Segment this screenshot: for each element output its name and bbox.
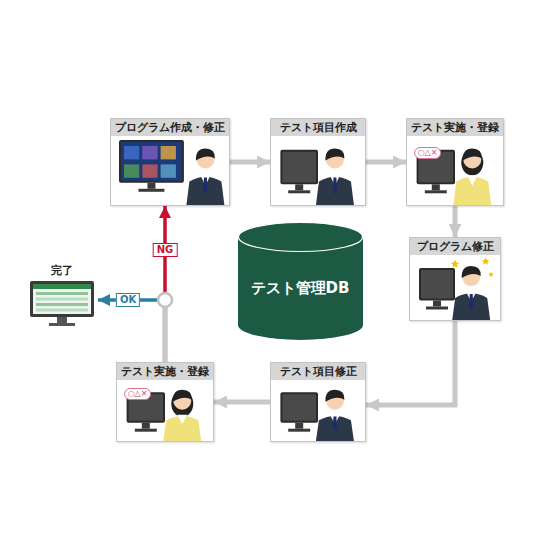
title-band: テスト項目作成 bbox=[271, 119, 365, 136]
flow-arrow bbox=[98, 300, 165, 362]
process-box: テスト項目作成 bbox=[270, 118, 366, 206]
flow-arrow bbox=[230, 162, 270, 163]
done-terminal: 完了 bbox=[26, 262, 98, 332]
title-area: 完了 bbox=[26, 262, 98, 279]
title-band: テスト実施・登録 bbox=[117, 363, 213, 380]
title-band: プログラム作成・修正 bbox=[111, 119, 229, 136]
flow-arrow bbox=[165, 206, 166, 362]
process-box: テスト実施・登録 bbox=[116, 362, 214, 442]
arrow-segment bbox=[366, 160, 406, 165]
process-box: プログラム修正 bbox=[409, 237, 501, 321]
flow-arrow bbox=[455, 206, 456, 237]
arrow-segment bbox=[214, 400, 270, 405]
node-title: プログラム作成・修正 bbox=[115, 121, 225, 134]
worker-illustration bbox=[111, 136, 229, 205]
speech-bubble: ○△× bbox=[124, 388, 152, 400]
node-title: テスト実施・登録 bbox=[411, 121, 499, 134]
title-band: プログラム修正 bbox=[410, 238, 500, 255]
node-title: プログラム修正 bbox=[417, 240, 494, 253]
branch-label: NG bbox=[153, 243, 178, 257]
db-label-area: テスト管理DB bbox=[238, 252, 363, 325]
node-title: テスト項目作成 bbox=[280, 121, 357, 134]
flow-arrow bbox=[366, 162, 406, 163]
process-box: テスト項目修正 bbox=[270, 362, 366, 442]
database-cylinder: テスト管理DB bbox=[238, 222, 363, 340]
branch-label: OK bbox=[116, 293, 140, 307]
node-title: テスト管理DB bbox=[251, 282, 350, 295]
flow-arrow bbox=[214, 402, 270, 403]
process-box: テスト実施・登録 bbox=[406, 118, 504, 206]
title-band: テスト実施・登録 bbox=[407, 119, 503, 136]
speech-bubble: ○△× bbox=[414, 147, 442, 159]
title-band: テスト項目修正 bbox=[271, 363, 365, 380]
worker-illustration bbox=[410, 255, 500, 320]
arrow-segment bbox=[453, 206, 458, 237]
node-title: 完了 bbox=[51, 264, 73, 277]
node-title: テスト実施・登録 bbox=[121, 365, 209, 378]
arrow-segment bbox=[163, 307, 168, 362]
arrow-segment bbox=[230, 160, 270, 165]
completion-monitor bbox=[26, 280, 98, 332]
worker-illustration bbox=[271, 380, 365, 441]
node-title: テスト項目修正 bbox=[280, 365, 357, 378]
branch-junction bbox=[158, 293, 172, 307]
arrow-segment bbox=[163, 307, 168, 362]
arrow-segment bbox=[366, 321, 455, 405]
worker-illustration bbox=[271, 136, 365, 205]
process-box: プログラム作成・修正 bbox=[110, 118, 230, 206]
database-shape bbox=[238, 222, 363, 340]
flow-arrow bbox=[366, 321, 455, 405]
